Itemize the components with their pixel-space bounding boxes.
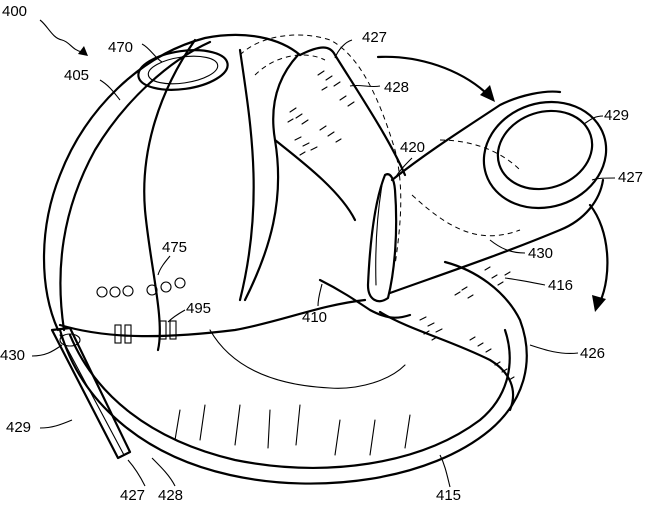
label-427-bottom: 427 [120, 487, 145, 504]
motion-arrow-right-head [592, 295, 606, 312]
reference-numerals: 400 470 405 427 428 429 420 427 475 430 … [0, 3, 643, 504]
tail-ring-outer [470, 86, 620, 223]
motion-arrow-top-head [480, 85, 495, 102]
tab-lower-fold [320, 280, 410, 318]
tail-dashed-line [412, 195, 520, 236]
indicator-light [110, 287, 120, 297]
label-430-right: 430 [528, 245, 553, 262]
loop-texture [420, 267, 514, 380]
label-428-top: 428 [384, 79, 409, 96]
indicator-lights [97, 278, 185, 297]
label-410: 410 [302, 309, 327, 326]
label-420: 420 [400, 139, 425, 156]
strap-top-edge [380, 312, 513, 410]
band-outline-left [275, 140, 355, 220]
tail-ring-inner [488, 99, 603, 201]
indicator-light [175, 278, 185, 288]
left-strap-layer [60, 335, 124, 455]
label-427-top: 427 [362, 29, 387, 46]
tail-dashed-line-2 [440, 140, 520, 170]
label-405: 405 [64, 67, 89, 84]
label-400: 400 [2, 3, 27, 20]
housing-right-contour [240, 50, 254, 300]
label-416: 416 [548, 277, 573, 294]
label-426: 426 [580, 345, 605, 362]
electrical-contacts [115, 321, 176, 343]
label-475: 475 [162, 239, 187, 256]
housing-inner-edge [60, 42, 210, 330]
contact-pad [125, 325, 131, 343]
label-429-right: 429 [604, 107, 629, 124]
strap-hatching [175, 405, 410, 455]
indicator-light [123, 286, 133, 296]
label-428-bottom: 428 [158, 487, 183, 504]
label-470: 470 [108, 39, 133, 56]
band-outline-top [300, 48, 405, 176]
indicator-light [97, 287, 107, 297]
label-415: 415 [436, 487, 461, 504]
buckle-loop [368, 174, 396, 301]
housing-bottom-lobe [210, 330, 405, 388]
label-430-left: 430 [0, 347, 25, 364]
label-495: 495 [186, 300, 211, 317]
indicator-light [161, 282, 171, 292]
strap-inner-edge [70, 330, 510, 468]
hook-texture [288, 71, 354, 155]
motion-arrow-right [590, 205, 607, 302]
label-427-right: 427 [618, 169, 643, 186]
label-429-left: 429 [6, 419, 31, 436]
